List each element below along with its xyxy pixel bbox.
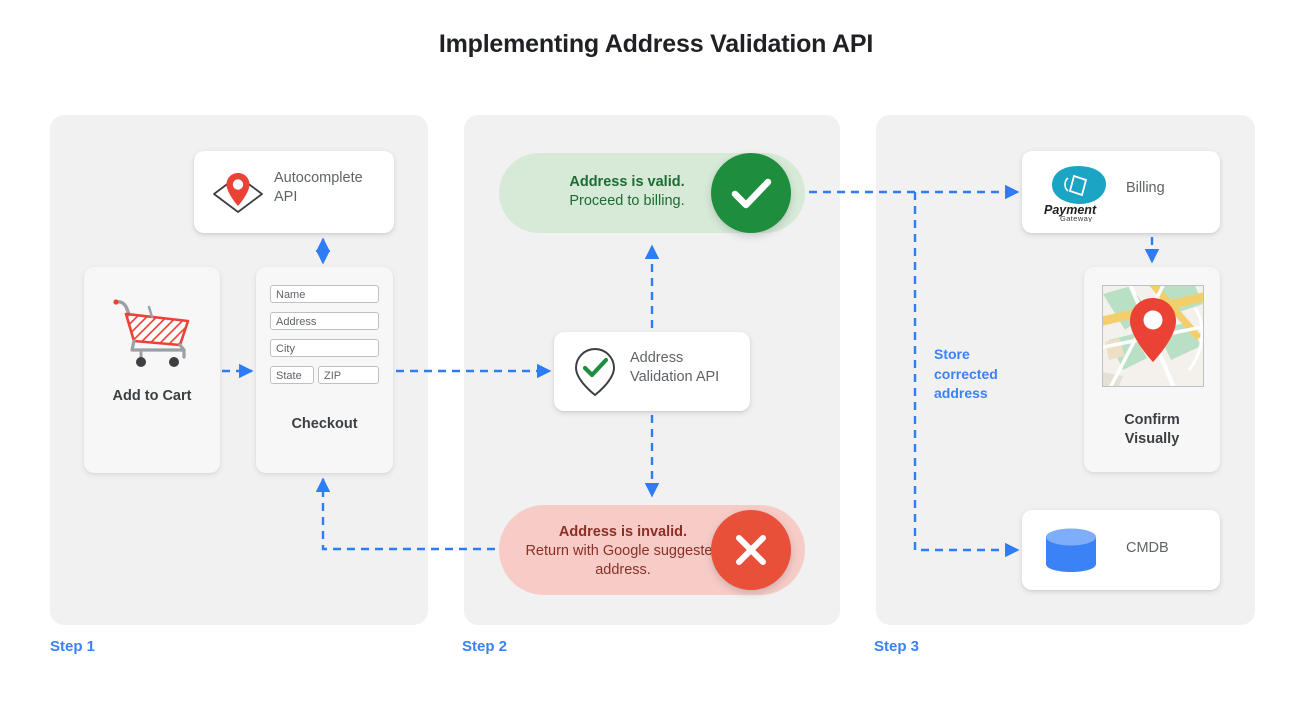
autocomplete-api-card[interactable]: Autocomplete API bbox=[194, 151, 394, 233]
cmdb-card[interactable]: CMDB bbox=[1022, 510, 1220, 590]
step-label-3: Step 3 bbox=[874, 638, 920, 655]
address-validation-api-card[interactable]: Address Validation API bbox=[554, 332, 750, 411]
x-circle-icon bbox=[711, 510, 791, 590]
confirm-visually-card[interactable]: Confirm Visually bbox=[1084, 267, 1220, 472]
payment-logo-word-1: Payment bbox=[1044, 203, 1097, 217]
database-cylinder-icon bbox=[1046, 528, 1096, 572]
confirm-caption-line2: Visually bbox=[1124, 431, 1180, 447]
store-note-line3: address bbox=[934, 385, 988, 401]
autocomplete-api-label: Autocomplete API bbox=[274, 170, 363, 205]
zip-field[interactable]: ZIP bbox=[318, 366, 379, 384]
confirm-visually-caption: Confirm Visually bbox=[1084, 411, 1220, 449]
billing-card[interactable]: Payment Gateway Billing bbox=[1022, 151, 1220, 233]
checkout-card[interactable]: Name Address City State ZIP Checkout bbox=[256, 267, 393, 473]
address-validation-api-label: Address Validation API bbox=[630, 350, 720, 385]
page-title: Implementing Address Validation API bbox=[438, 30, 874, 58]
step-label-2: Step 2 bbox=[462, 638, 508, 655]
store-note-line1: Store bbox=[934, 346, 970, 362]
shopping-cart-icon bbox=[113, 299, 190, 367]
address-valid-text: Address is valid. Proceed to billing. bbox=[519, 173, 735, 211]
step-label-1: Step 1 bbox=[50, 638, 96, 655]
address-invalid-detail-line1: Return with Google bbox=[525, 543, 650, 559]
store-corrected-address-note: Store corrected address bbox=[934, 345, 1030, 404]
checkout-caption: Checkout bbox=[291, 416, 358, 432]
billing-label: Billing bbox=[1126, 180, 1165, 196]
pin-check-icon bbox=[574, 347, 616, 397]
state-field[interactable]: State bbox=[270, 366, 314, 384]
address-invalid-headline: Address is invalid. bbox=[558, 524, 688, 540]
add-to-cart-caption: Add to Cart bbox=[112, 388, 192, 404]
address-invalid-text: Address is invalid. Return with Google s… bbox=[511, 523, 735, 580]
check-circle-icon bbox=[711, 153, 791, 233]
confirm-caption-line1: Confirm bbox=[1124, 412, 1180, 428]
address-field[interactable]: Address bbox=[270, 312, 379, 330]
name-field[interactable]: Name bbox=[270, 285, 379, 303]
city-field[interactable]: City bbox=[270, 339, 379, 357]
address-valid-headline: Address is valid. bbox=[569, 174, 685, 190]
payment-logo-word-2: Gateway bbox=[1060, 214, 1092, 222]
address-valid-detail: Proceed to billing. bbox=[569, 193, 685, 209]
cmdb-label: CMDB bbox=[1126, 540, 1169, 556]
map-pin-diamond-icon bbox=[213, 173, 263, 213]
payment-gateway-logo: Payment Gateway bbox=[1044, 166, 1106, 222]
address-invalid-detail-line2: suggested address. bbox=[595, 543, 721, 578]
add-to-cart-card[interactable]: Add to Cart bbox=[84, 267, 220, 473]
store-note-line2: corrected bbox=[934, 365, 998, 382]
map-thumbnail-icon bbox=[1102, 285, 1204, 387]
